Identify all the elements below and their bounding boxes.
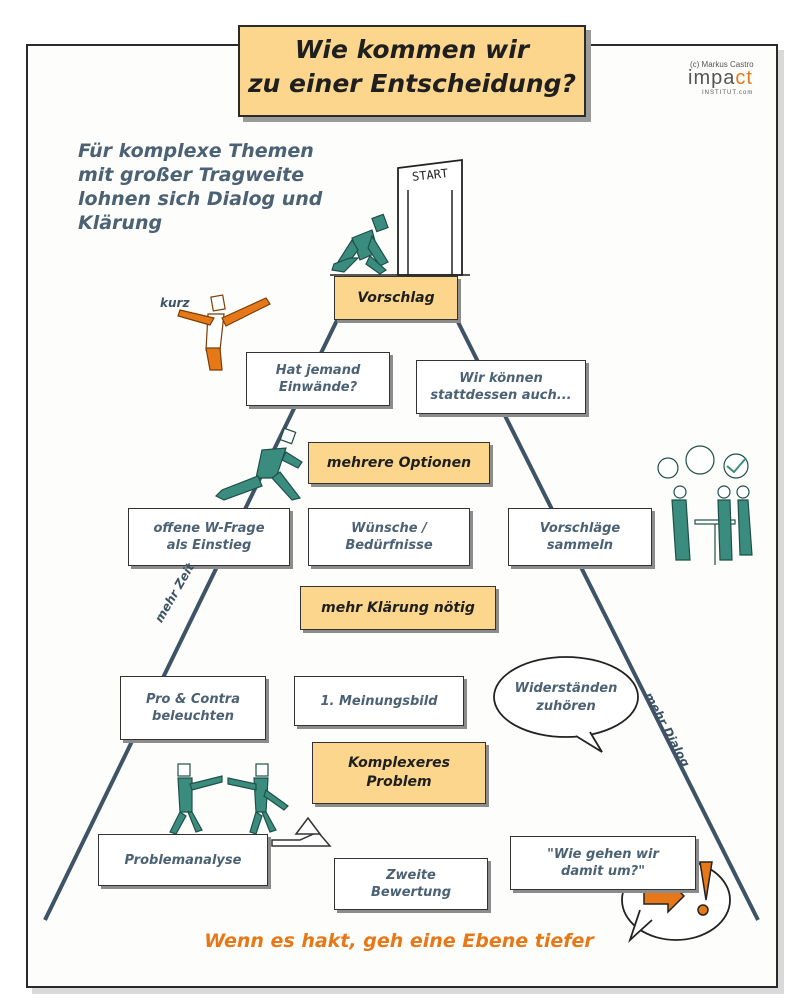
runner-start-figure-icon [331, 213, 389, 275]
intro-line-2: mit großer Tragweite [78, 164, 305, 186]
card-einwaende: Hat jemand Einwände? [246, 352, 390, 406]
card-pro-contra-line-1: Pro & Contra [146, 692, 240, 707]
card-vorschlaege-sammeln: Vorschläge sammeln [508, 508, 652, 566]
title-box: Wie kommen wir zu einer Entscheidung? [238, 25, 586, 117]
pyramid-left-edge [43, 309, 344, 921]
pointing-figure-icon [177, 294, 271, 371]
shark-fin-icon [271, 816, 332, 847]
card-zweite-line-2: Bewertung [371, 885, 451, 900]
level-vorschlag: Vorschlag [334, 276, 458, 320]
brainstorm-group-icon [657, 445, 753, 565]
level-optionen-label: mehrere Optionen [326, 454, 472, 471]
speech-bubble-icon [493, 656, 639, 753]
card-sammeln-line-1: Vorschläge [539, 521, 621, 536]
start-door-icon [330, 158, 470, 276]
card-wuensche: Wünsche / Bedürfnisse [308, 508, 470, 566]
card-w-frage-line-1: offene W-Frage [153, 521, 265, 536]
card-problemanalyse: Problemanalyse [98, 834, 268, 886]
intro-line-1: Für komplexe Themen [78, 140, 314, 162]
brand-logo: impact [688, 67, 753, 90]
brand-name-a: impa [688, 67, 736, 89]
card-pro-contra-line-2: beleuchten [152, 709, 234, 724]
level-klaerung-label: mehr Klärung nötig [321, 599, 475, 616]
level-komplex-line-1: Komplexeres [348, 755, 450, 771]
footer-tagline: Wenn es hakt, geh eine Ebene tiefer [204, 930, 594, 952]
card-wie-gehen-line-1: "Wie gehen wir [547, 847, 659, 862]
card-w-frage-line-2: als Einstieg [166, 538, 252, 553]
card-wie-gehen-line-2: damit um?" [561, 864, 645, 879]
intro-line-4: Klärung [78, 212, 163, 234]
card-w-frage: offene W-Frage als Einstieg [128, 508, 290, 566]
card-stattdessen-line-2: stattdessen auch... [430, 388, 572, 403]
card-stattdessen: Wir können stattdessen auch... [416, 360, 586, 414]
card-problemanalyse-label: Problemanalyse [124, 852, 242, 868]
card-meinungsbild: 1. Meinungsbild [294, 676, 464, 726]
card-einwaende-line-2: Einwände? [278, 380, 358, 395]
level-mehr-klaerung: mehr Klärung nötig [300, 586, 496, 630]
card-wie-gehen-wir: "Wie gehen wir damit um?" [510, 836, 696, 890]
card-wuensche-line-2: Bedürfnisse [345, 538, 433, 553]
annotation-kurz: kurz [160, 296, 190, 310]
bubble-line-1: Widerständen [514, 681, 618, 696]
intro-line-3: lohnen sich Dialog und [78, 188, 323, 210]
card-zweite-bewertung: Zweite Bewertung [334, 858, 488, 910]
bubble-text: Widerständen zuhören [506, 680, 626, 716]
level-komplexeres-problem: Komplexeres Problem [312, 742, 486, 804]
brand-name-b: ct [735, 67, 753, 89]
level-vorschlag-label: Vorschlag [357, 289, 435, 306]
card-sammeln-line-2: sammeln [546, 538, 614, 553]
card-einwaende-line-1: Hat jemand [275, 363, 361, 378]
leaping-figure-icon [214, 427, 303, 501]
brand-subtitle: INSTITUT.com [702, 90, 754, 96]
level-mehrere-optionen: mehrere Optionen [308, 442, 490, 484]
card-zweite-line-1: Zweite [386, 868, 436, 883]
card-pro-contra: Pro & Contra beleuchten [120, 676, 266, 740]
title-line-1: Wie kommen wir [294, 35, 530, 64]
bubble-line-2: zuhören [536, 699, 596, 714]
copyright-text: (c) Markus Castro [690, 60, 754, 69]
card-wuensche-line-1: Wünsche / [351, 521, 427, 536]
discussion-figures-icon [169, 763, 289, 835]
level-komplex-line-2: Problem [366, 774, 432, 790]
card-meinungsbild-label: 1. Meinungsbild [320, 693, 438, 709]
title-line-2: zu einer Entscheidung? [247, 69, 577, 98]
card-stattdessen-line-1: Wir können [459, 371, 543, 386]
